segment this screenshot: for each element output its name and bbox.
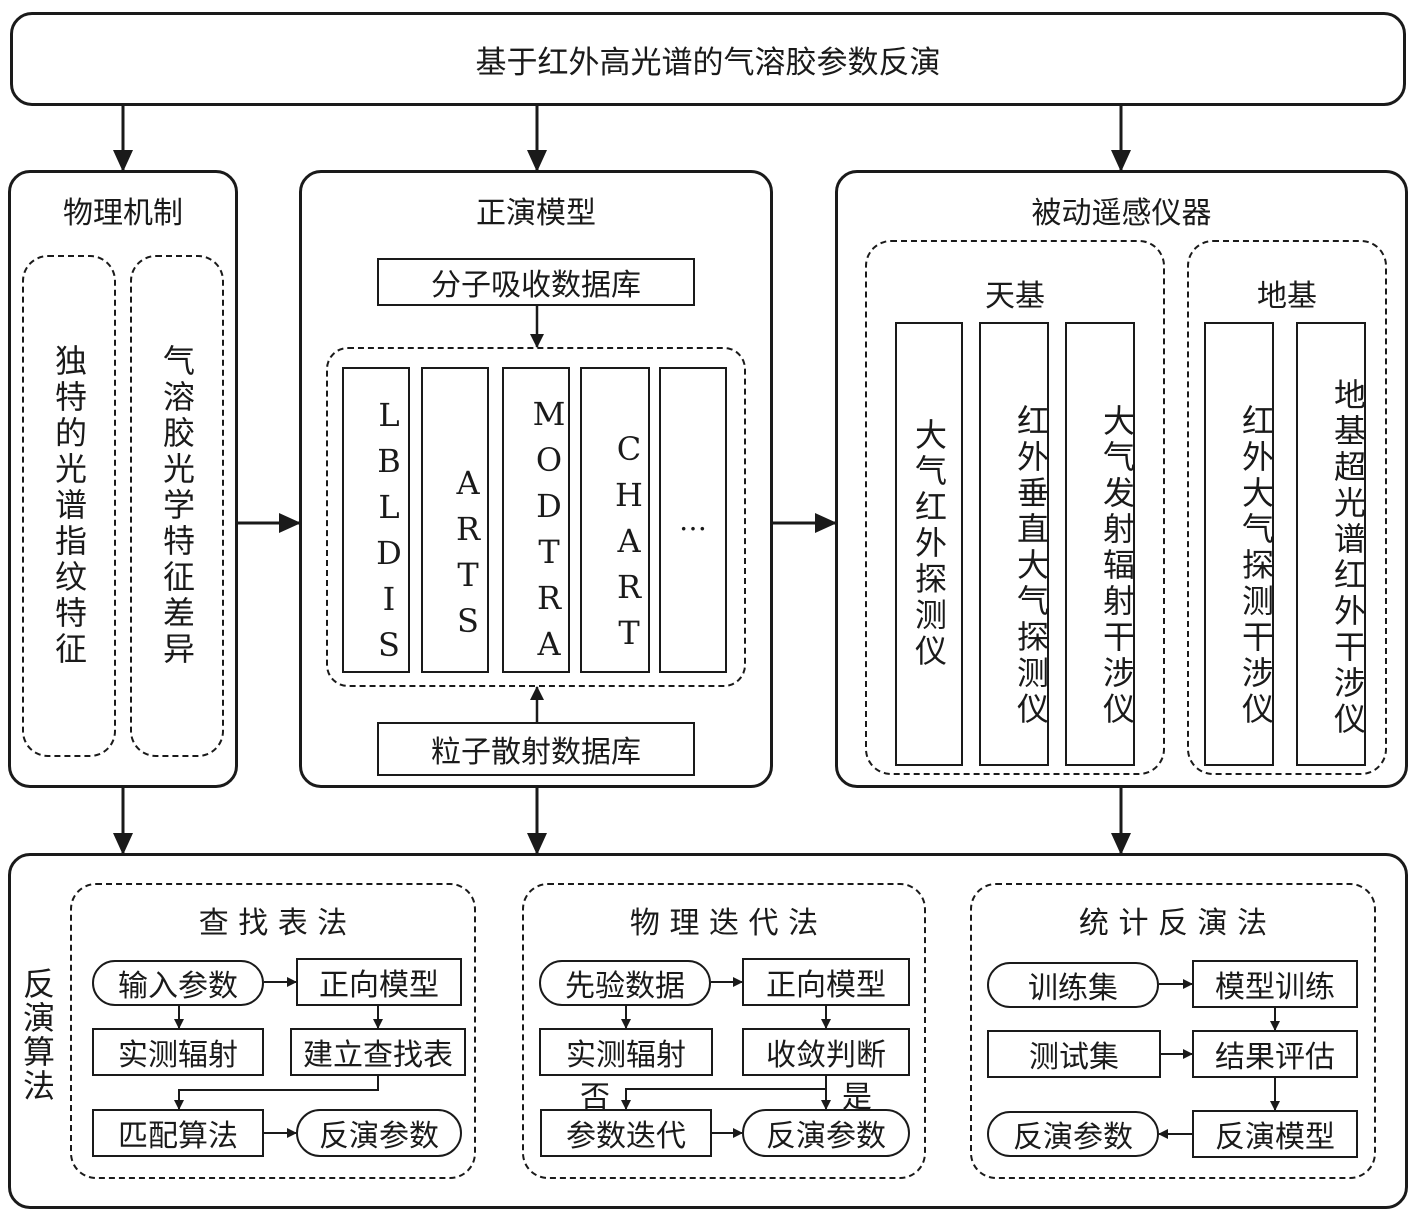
instrument-label: 红外垂直大气探测仪 (1012, 404, 1050, 728)
flow-label: 收敛判断 (766, 1038, 886, 1073)
instrument-label: 大气红外探测仪 (910, 418, 948, 670)
flow-label: 先验数据 (565, 969, 685, 1004)
statistical-model-training: 模型训练 (1192, 960, 1358, 1008)
flow-label: 实测辐射 (118, 1038, 238, 1073)
flow-label: 参数迭代 (566, 1119, 686, 1154)
physics-item-label: 气溶胶光学特征差异 (158, 344, 196, 668)
statistical-method-title: 统 计 反 演 法 (1078, 906, 1268, 941)
space-based-group (865, 240, 1165, 775)
space-based-title: 天基 (985, 279, 1045, 314)
model-more: … (659, 367, 727, 673)
flow-label: 匹配算法 (118, 1119, 238, 1154)
lut-method-title: 查 找 表 法 (198, 906, 348, 941)
particle-db-label: 粒子散射数据库 (431, 735, 641, 770)
model-label: MODTRA (530, 395, 568, 671)
model-lbldis: LBLDIS (342, 367, 410, 673)
flow-label: 结果评估 (1215, 1040, 1335, 1075)
ground-based-title: 地基 (1257, 279, 1317, 314)
retrieval-title-label: 反演算法 (18, 967, 56, 1103)
particle-db-box: 粒子散射数据库 (377, 722, 695, 776)
header-title: 基于红外高光谱的气溶胶参数反演 (475, 44, 941, 81)
lut-build-table: 建立查找表 (290, 1028, 466, 1076)
physics-item-spectral-fingerprint: 独特的光谱指纹特征 (22, 255, 116, 757)
retrieval-title: 反演算法 (16, 960, 58, 1110)
flow-label: 建立查找表 (303, 1038, 453, 1073)
physical-output-params: 反演参数 (742, 1109, 910, 1157)
flow-label: 模型训练 (1215, 970, 1335, 1005)
instrument-airs: 大气红外探测仪 (895, 322, 963, 766)
instrument-label: 红外大气探测干涉仪 (1237, 404, 1275, 728)
physics-title: 物理机制 (63, 196, 183, 231)
model-modtra: MODTRA (502, 367, 570, 673)
physics-item-label: 独特的光谱指纹特征 (50, 344, 88, 668)
model-label: LBLDIS (370, 396, 408, 672)
statistical-method-group (970, 883, 1376, 1179)
model-label: … (679, 503, 707, 537)
physical-prior-data: 先验数据 (539, 960, 711, 1006)
flow-label: 反演参数 (766, 1119, 886, 1154)
instrument-label: 地基超光谱红外干涉仪 (1329, 378, 1367, 738)
physical-parameter-iteration: 参数迭代 (540, 1109, 712, 1157)
flow-label: 正向模型 (319, 968, 439, 1003)
ground-based-group (1187, 240, 1387, 775)
instrument-ground-ir-interferometer: 红外大气探测干涉仪 (1204, 322, 1275, 766)
model-label: CHART (610, 430, 648, 660)
molecular-db-box: 分子吸收数据库 (377, 258, 695, 306)
statistical-result-evaluation: 结果评估 (1192, 1030, 1358, 1078)
forward-model-title: 正演模型 (476, 196, 596, 231)
flow-label: 反演参数 (1013, 1120, 1133, 1155)
statistical-output-params: 反演参数 (987, 1111, 1159, 1157)
physical-forward-model: 正向模型 (742, 958, 910, 1006)
lut-method-group (70, 883, 476, 1179)
instrument-ground-hyperspectral: 地基超光谱红外干涉仪 (1296, 322, 1367, 766)
statistical-training-set: 训练集 (987, 962, 1159, 1008)
lut-input-params: 输入参数 (92, 960, 264, 1006)
instrument-label: 大气发射辐射干涉仪 (1098, 404, 1136, 728)
flow-label: 反演模型 (1215, 1120, 1335, 1155)
header-box: 基于红外高光谱的气溶胶参数反演 (10, 12, 1406, 106)
statistical-retrieval-model: 反演模型 (1192, 1110, 1358, 1158)
flow-label: 输入参数 (118, 969, 238, 1004)
lut-measured-radiance: 实测辐射 (92, 1028, 264, 1076)
model-arts: ARTS (421, 367, 489, 673)
physics-item-optical-difference: 气溶胶光学特征差异 (130, 255, 224, 757)
flow-label: 实测辐射 (566, 1038, 686, 1073)
physical-method-title: 物 理 迭 代 法 (629, 906, 819, 941)
model-chart: CHART (580, 367, 650, 673)
physical-measured-radiance: 实测辐射 (539, 1028, 713, 1076)
physical-method-group (522, 883, 926, 1179)
flow-label: 测试集 (1029, 1040, 1119, 1075)
molecular-db-label: 分子吸收数据库 (431, 268, 641, 303)
physical-convergence-check: 收敛判断 (742, 1028, 910, 1076)
instrument-aeri: 大气发射辐射干涉仪 (1065, 322, 1136, 766)
flow-label: 训练集 (1028, 971, 1118, 1006)
lut-matching-algorithm: 匹配算法 (92, 1109, 264, 1157)
instrument-iasi: 红外垂直大气探测仪 (979, 322, 1050, 766)
model-label: ARTS (449, 464, 487, 648)
statistical-test-set: 测试集 (987, 1030, 1161, 1078)
flow-label: 反演参数 (319, 1119, 439, 1154)
lut-forward-model: 正向模型 (296, 958, 462, 1006)
flow-label: 正向模型 (766, 968, 886, 1003)
instruments-title: 被动遥感仪器 (1031, 196, 1212, 231)
lut-output-params: 反演参数 (296, 1109, 462, 1157)
